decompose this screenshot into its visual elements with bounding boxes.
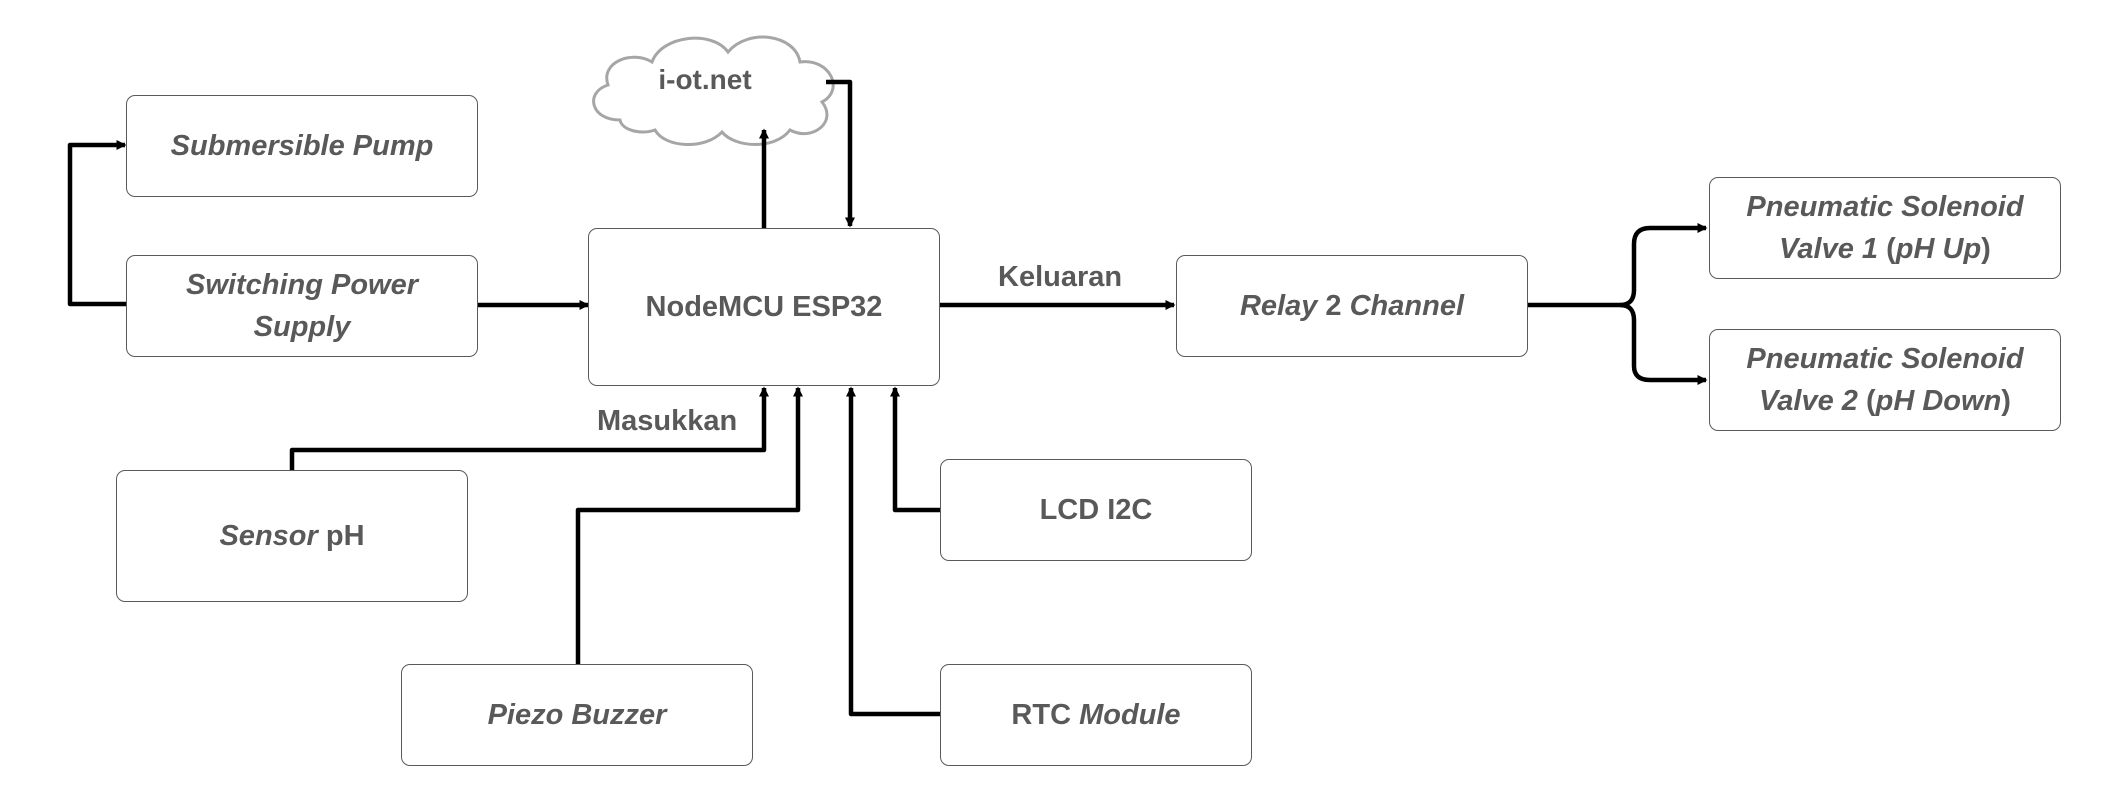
arrow-sensor-to-nodemcu <box>289 386 769 470</box>
switching-power-supply-line1: Switching Power <box>185 269 419 301</box>
rtc-label-part2: Module <box>1079 699 1181 731</box>
nodemcu-esp32-label: NodeMCU ESP32 <box>645 291 883 323</box>
switching-power-supply-line2: Supply <box>253 311 351 343</box>
valve1-line2-paren-close: ) <box>1981 233 1991 265</box>
valve1-box: Pneumatic Solenoid Valve 1 (pH Up) <box>1709 177 2061 279</box>
arrow-lcd-to-nodemcu <box>890 386 940 513</box>
relay-label-part2: 2 <box>1317 290 1350 322</box>
valve1-line1: Pneumatic Solenoid <box>1746 191 2024 223</box>
arrow-rtc-to-nodemcu <box>846 386 940 717</box>
cloud-shape <box>592 35 835 146</box>
valve2-line2-paren-close: ) <box>2001 385 2011 417</box>
valve2-line1: Pneumatic Solenoid <box>1746 343 2024 375</box>
sensor-ph-part1: Sensor <box>219 520 318 552</box>
submersible-pump-box: Submersible Pump <box>126 95 478 197</box>
sensor-ph-box: Sensor pH <box>116 470 468 602</box>
relay-label-part3: Channel <box>1349 290 1465 322</box>
piezo-buzzer-label: Piezo Buzzer <box>487 699 667 731</box>
relay-label-part1: Relay <box>1239 290 1318 322</box>
valve2-box: Pneumatic Solenoid Valve 2 (pH Down) <box>1709 329 2061 431</box>
relay-2-channel-box: Relay 2 Channel <box>1176 255 1528 357</box>
valve2-line2-a: Valve 2 <box>1759 385 1858 417</box>
masukkan-label: Masukkan <box>597 405 738 437</box>
arrow-cloud-to-nodemcu <box>826 79 855 228</box>
sensor-ph-part2: pH <box>317 520 365 552</box>
rtc-label-part1: RTC <box>1011 699 1080 731</box>
valve1-line2-b: pH Up <box>1895 233 1982 265</box>
submersible-pump-label: Submersible Pump <box>170 130 434 162</box>
valve2-line2-paren-open: ( <box>1857 385 1876 417</box>
arrow-piezo-to-nodemcu <box>575 386 803 664</box>
valve1-line2-a: Valve 1 <box>1779 233 1879 265</box>
arrow-relay-to-valve1 <box>1619 223 1708 308</box>
lcd-i2c-label: LCD I2C <box>1039 494 1153 526</box>
lcd-i2c-box: LCD I2C <box>940 459 1252 561</box>
nodemcu-esp32-box: NodeMCU ESP32 <box>588 228 940 386</box>
arrow-relay-to-valve2 <box>1619 302 1708 385</box>
switching-power-supply-box: Switching Power Supply <box>126 255 478 357</box>
keluaran-label: Keluaran <box>998 261 1123 293</box>
valve1-line2-paren-open: ( <box>1878 233 1896 265</box>
cloud-iot-label: i-ot.net <box>658 64 752 95</box>
valve2-line2-b: pH Down <box>1875 385 2002 417</box>
rtc-module-box: RTC Module <box>940 664 1252 766</box>
arrow-power-to-pump <box>67 140 127 307</box>
piezo-buzzer-box: Piezo Buzzer <box>401 664 753 766</box>
